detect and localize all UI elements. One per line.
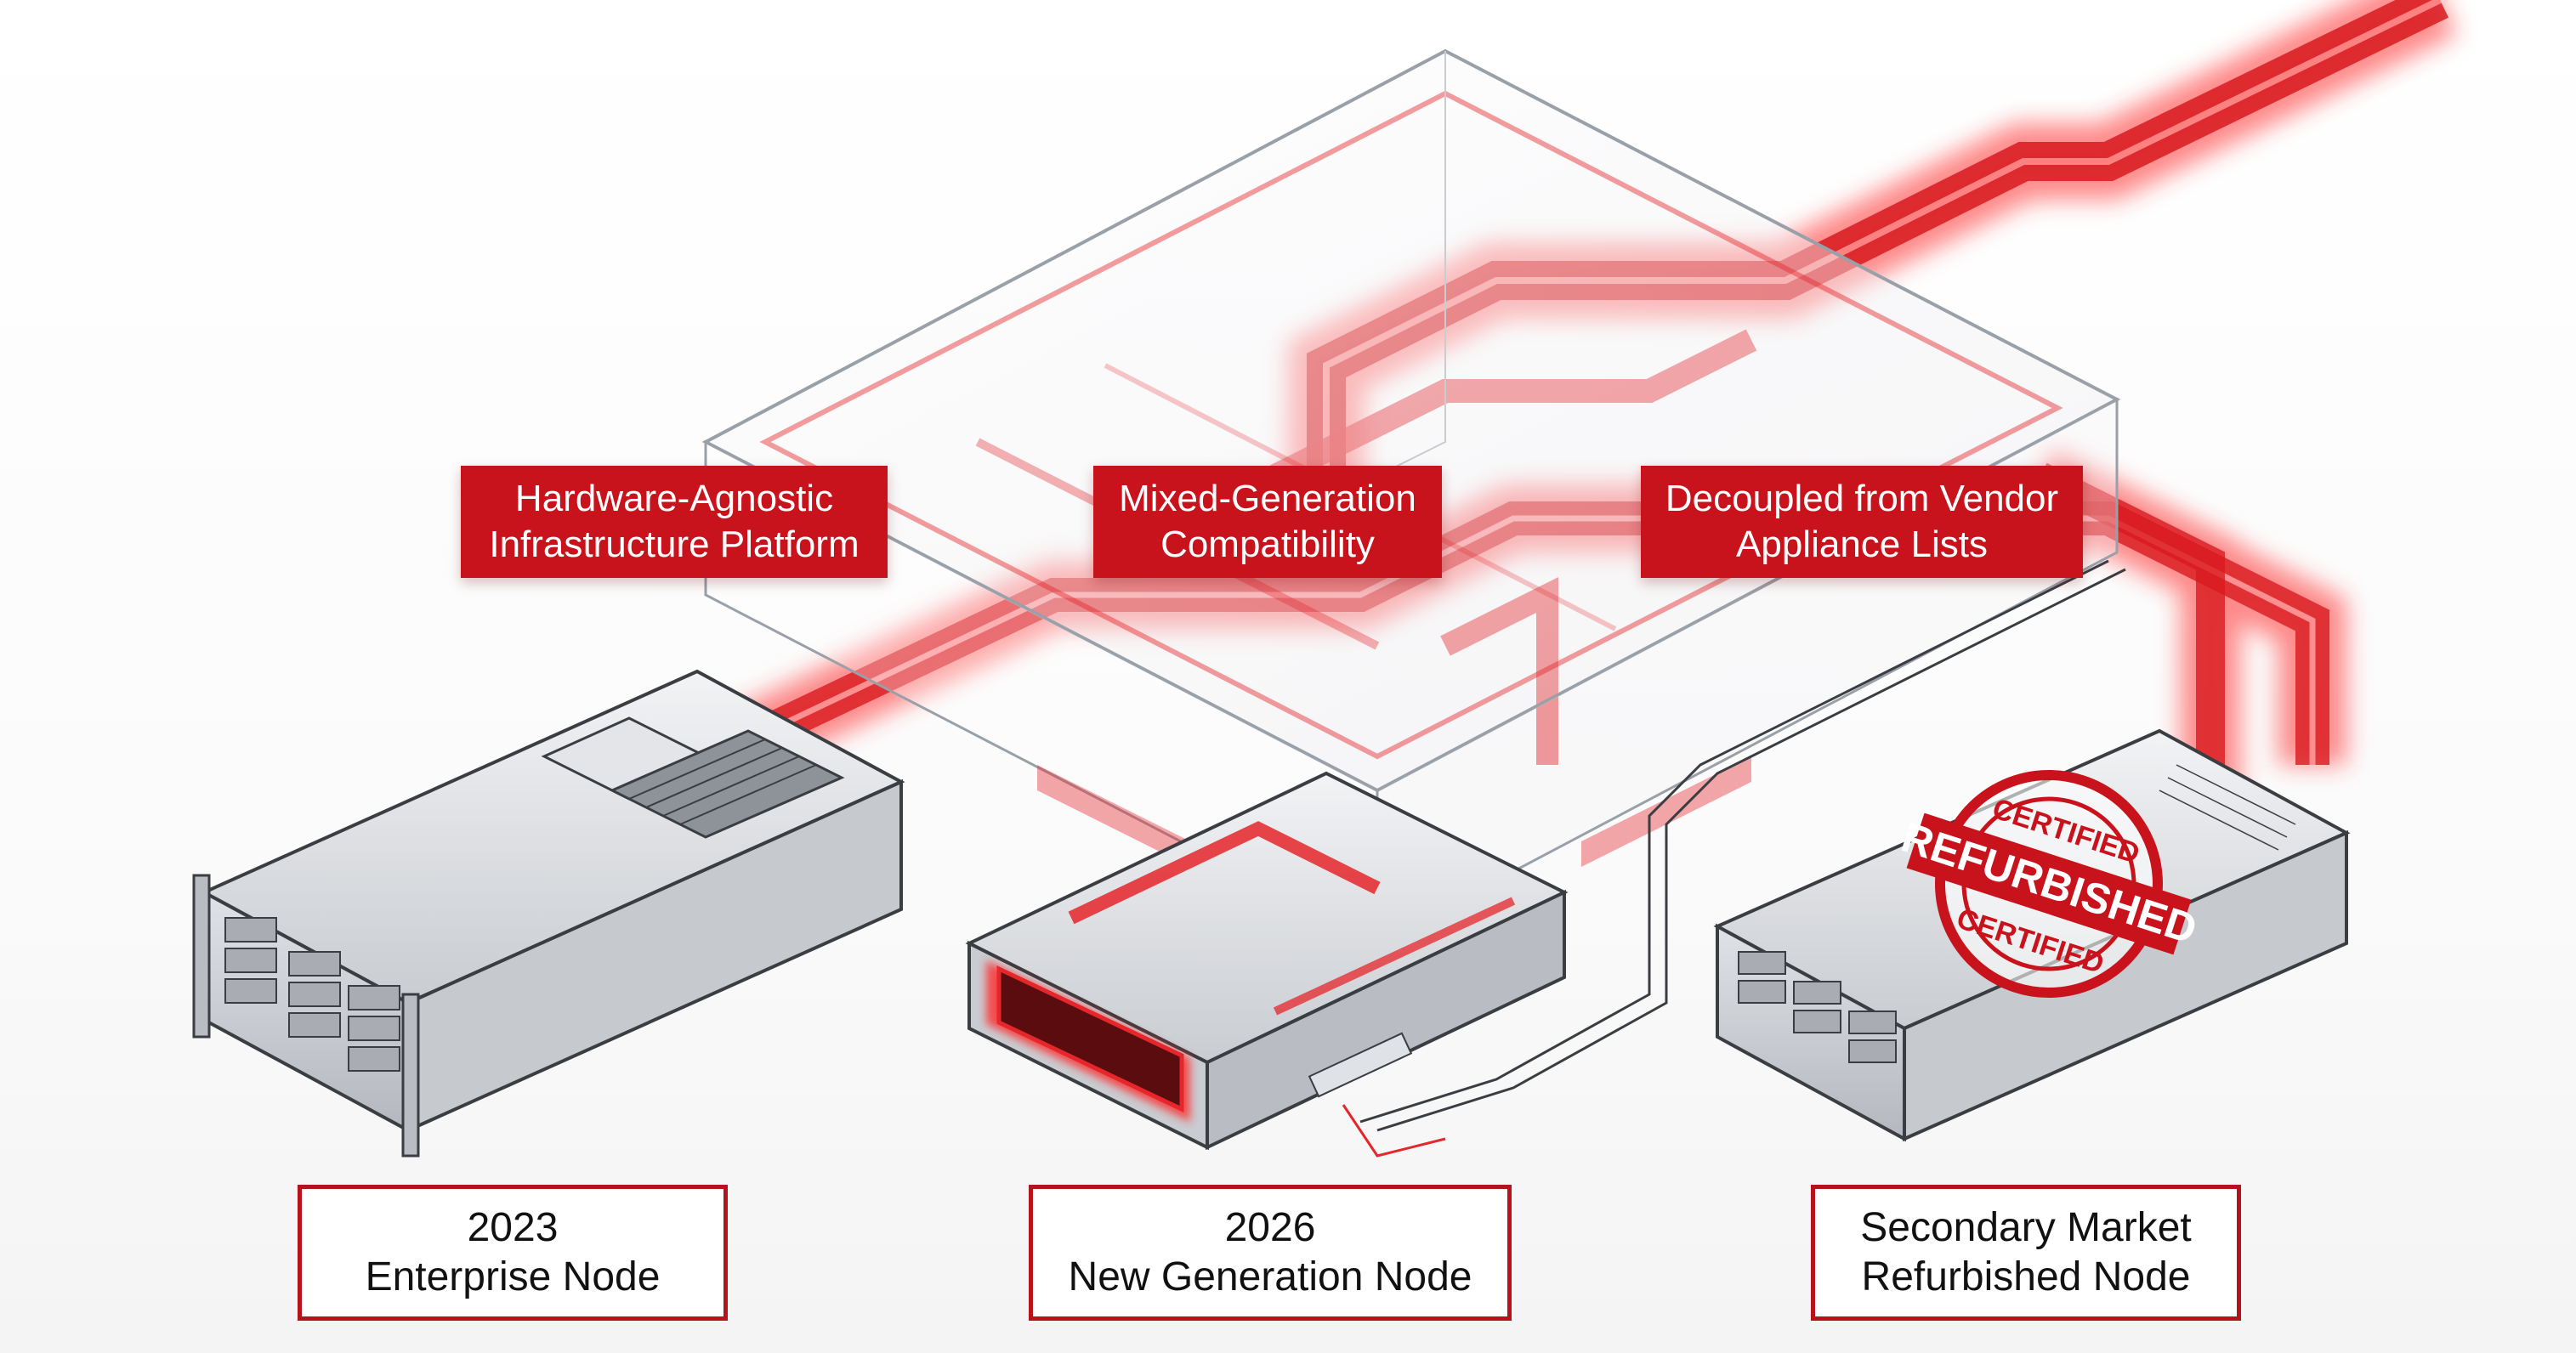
node-label-refurbished-line2: Refurbished Node: [1861, 1254, 2191, 1299]
node-label-new-generation: 2026 New Generation Node: [1029, 1185, 1512, 1321]
feature-mixed-generation-line1: Mixed-Generation: [1119, 478, 1416, 519]
network-cables: [1342, 559, 2126, 1158]
new-generation-server-illustration: [965, 771, 1569, 1151]
enterprise-server-illustration: [192, 669, 905, 1158]
node-label-enterprise-line2: Enterprise Node: [365, 1254, 661, 1299]
feature-decoupled-vendor-line1: Decoupled from Vendor: [1665, 478, 2059, 519]
feature-mixed-generation: Mixed-Generation Compatibility: [1093, 466, 1442, 578]
feature-hardware-agnostic: Hardware-Agnostic Infrastructure Platfor…: [461, 466, 888, 578]
node-label-refurbished: Secondary Market Refurbished Node: [1811, 1185, 2241, 1321]
feature-decoupled-vendor: Decoupled from Vendor Appliance Lists: [1641, 466, 2083, 578]
node-label-enterprise-line1: 2023: [467, 1205, 559, 1250]
certified-refurbished-stamp: REFURBISHED CERTIFIED CERTIFIED: [1896, 770, 2203, 998]
node-label-new-generation-line1: 2026: [1224, 1205, 1316, 1250]
node-label-enterprise: 2023 Enterprise Node: [298, 1185, 728, 1321]
node-label-new-generation-line2: New Generation Node: [1068, 1254, 1472, 1299]
feature-hardware-agnostic-line2: Infrastructure Platform: [489, 524, 860, 565]
feature-decoupled-vendor-line2: Appliance Lists: [1736, 524, 1988, 565]
feature-hardware-agnostic-line1: Hardware-Agnostic: [514, 478, 834, 519]
feature-mixed-generation-line2: Compatibility: [1160, 524, 1375, 565]
node-label-refurbished-line1: Secondary Market: [1860, 1205, 2192, 1250]
